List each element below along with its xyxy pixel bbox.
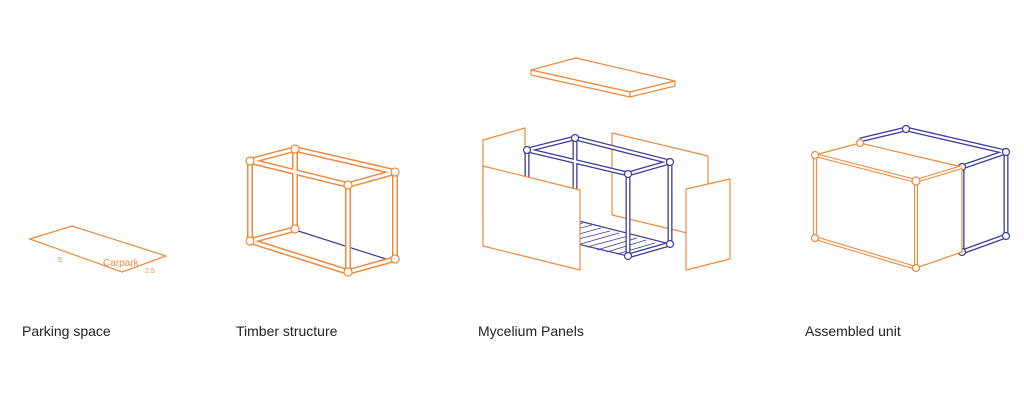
- mycelium-panels-illustration: [482, 57, 731, 271]
- parking-outline: [28, 225, 168, 273]
- caption-mycelium-panels: Mycelium Panels: [478, 323, 584, 339]
- parking-label: Carpark: [103, 258, 140, 269]
- parking-dim-width: 5: [58, 257, 62, 264]
- caption-timber-structure: Timber structure: [236, 323, 338, 339]
- caption-parking-space: Parking space: [22, 323, 111, 339]
- parking-space-illustration: Carpark 5 2.5: [28, 225, 168, 275]
- parking-dim-length: 2.5: [145, 268, 155, 275]
- caption-assembled-unit: Assembled unit: [805, 323, 901, 339]
- timber-structure-illustration: [245, 144, 400, 277]
- assembled-unit-illustration: [810, 124, 1011, 273]
